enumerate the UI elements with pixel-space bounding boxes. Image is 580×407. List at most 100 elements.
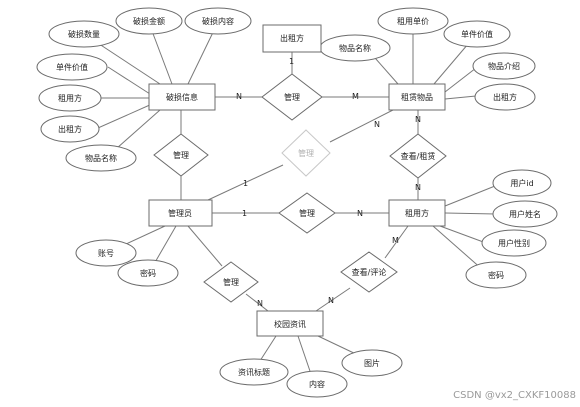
attr-owner-1: 出租方	[40, 115, 100, 143]
attr-damage-amount: 破损金额	[115, 7, 183, 35]
cardinality-label: N	[415, 115, 421, 124]
svg-text:管理: 管理	[223, 277, 239, 287]
cardinality-labels: N M 1 N N N 1 N 1 N M N	[236, 57, 421, 308]
attr-user-id: 用户id	[492, 169, 552, 197]
relation-manage-admin-damage: 管理	[153, 133, 209, 177]
svg-text:管理: 管理	[173, 150, 189, 160]
attr-account: 账号	[75, 239, 137, 267]
svg-text:管理员: 管理员	[168, 208, 192, 218]
svg-text:资讯标题: 资讯标题	[238, 367, 270, 377]
cardinality-label: N	[328, 296, 334, 305]
svg-text:租赁物品: 租赁物品	[401, 92, 433, 102]
cardinality-label: M	[352, 92, 359, 101]
svg-text:查看/评论: 查看/评论	[352, 267, 387, 277]
attr-renter-password: 密码	[465, 261, 527, 289]
attr-item-intro: 物品介绍	[472, 52, 536, 80]
relationships: 管理 管理 管理 查看/租赁 管理 管理 查看/评论	[153, 73, 447, 303]
attr-item-name-1: 物品名称	[65, 144, 137, 172]
entity-campus-news: 校园资讯	[256, 310, 324, 337]
cardinality-label: 1	[243, 179, 248, 188]
entity-owner: 出租方	[262, 24, 322, 53]
relation-manage-damage-owner: 管理	[261, 73, 323, 121]
connector-unit-price-1	[107, 66, 151, 95]
attr-damage-content: 破损内容	[184, 7, 252, 35]
svg-text:出租方: 出租方	[493, 92, 517, 102]
svg-text:破损金额: 破损金额	[133, 16, 165, 26]
svg-text:用户姓名: 用户姓名	[509, 209, 541, 219]
cardinality-label: N	[374, 120, 380, 129]
attr-owner-2: 出租方	[474, 83, 536, 111]
entity-rental-item: 租赁物品	[388, 83, 446, 111]
watermark: CSDN @vx2_CXKF10088	[453, 390, 576, 401]
svg-text:管理: 管理	[299, 208, 315, 218]
svg-text:租用方: 租用方	[405, 208, 429, 218]
attr-item-name-2: 物品名称	[319, 34, 391, 62]
connector-renter-password	[432, 225, 484, 271]
connector-user-name	[444, 212, 497, 215]
svg-text:查看/租赁: 查看/租赁	[401, 151, 436, 161]
svg-text:用户id: 用户id	[510, 178, 533, 188]
svg-text:出租方: 出租方	[280, 33, 304, 43]
svg-text:密码: 密码	[488, 270, 504, 280]
svg-text:管理: 管理	[298, 148, 314, 158]
cardinality-label: N	[236, 92, 242, 101]
cardinality-label: 1	[242, 209, 247, 218]
svg-text:破损内容: 破损内容	[202, 16, 234, 26]
attr-unit-price-2: 单件价值	[443, 20, 511, 48]
cardinality-label: 1	[289, 57, 294, 66]
cardinality-label: M	[392, 236, 399, 245]
svg-text:破损信息: 破损信息	[166, 92, 198, 102]
svg-text:用户性别: 用户性别	[498, 238, 530, 248]
relation-view-comment: 查看/评论	[340, 251, 398, 293]
connector-admin-manage4	[187, 225, 223, 267]
attr-user-gender: 用户性别	[481, 229, 547, 257]
connector-admin-faded-manage	[207, 164, 284, 201]
cardinality-label: N	[357, 209, 363, 218]
entities: 破损信息 出租方 租赁物品 管理员 租用方 校园资讯	[148, 24, 446, 337]
connector-viewcomment-news	[315, 287, 351, 312]
attr-admin-password: 密码	[117, 259, 179, 287]
svg-text:物品名称: 物品名称	[85, 153, 117, 163]
connector-user-id	[444, 183, 501, 207]
connector-user-gender	[439, 225, 487, 244]
connector-renter-viewcomment	[384, 225, 409, 259]
connector-item-intro	[444, 67, 477, 93]
cardinality-label: N	[415, 183, 421, 192]
svg-text:物品名称: 物品名称	[339, 43, 371, 53]
connector-owner-2	[444, 95, 477, 100]
attr-renter-1: 租用方	[38, 84, 102, 112]
svg-text:单件价值: 单件价值	[461, 29, 493, 39]
svg-text:密码: 密码	[140, 268, 156, 278]
svg-text:出租方: 出租方	[58, 124, 82, 134]
attr-unit-price-1: 单件价值	[36, 53, 108, 81]
svg-text:内容: 内容	[309, 379, 325, 389]
svg-text:管理: 管理	[284, 92, 300, 102]
cardinality-label: N	[257, 299, 263, 308]
svg-text:账号: 账号	[98, 249, 114, 258]
attr-news-title: 资讯标题	[219, 358, 289, 386]
connector-manage4-news	[245, 293, 269, 312]
svg-text:校园资讯: 校园资讯	[274, 319, 306, 329]
attr-user-name: 用户姓名	[492, 200, 558, 228]
connector-faded-manage-item	[329, 109, 394, 143]
svg-text:租用方: 租用方	[58, 93, 82, 103]
svg-text:破损数量: 破损数量	[68, 29, 100, 39]
attributes: 破损数量 破损金额 破损内容 单件价值 租用方 出租方 物品名称 物品名称	[36, 7, 558, 398]
relation-manage-admin-item: 管理	[281, 129, 331, 177]
entity-damage: 破损信息	[148, 83, 216, 111]
connector-owner-1	[97, 103, 153, 129]
relation-manage-admin-news: 管理	[203, 261, 259, 303]
entity-admin: 管理员	[148, 199, 213, 227]
connector-content	[297, 335, 313, 378]
svg-text:物品介绍: 物品介绍	[488, 61, 520, 71]
attr-rent-unit-price: 租用单价	[377, 7, 449, 35]
attr-image: 图片	[341, 349, 403, 377]
svg-text:单件价值: 单件价值	[56, 62, 88, 72]
relation-view-rent: 查看/租赁	[389, 133, 447, 179]
relation-manage-admin-renter: 管理	[278, 192, 336, 234]
attr-content: 内容	[286, 370, 348, 398]
svg-text:图片: 图片	[364, 358, 380, 368]
entity-renter: 租用方	[388, 199, 446, 227]
svg-text:租用单价: 租用单价	[397, 16, 429, 26]
